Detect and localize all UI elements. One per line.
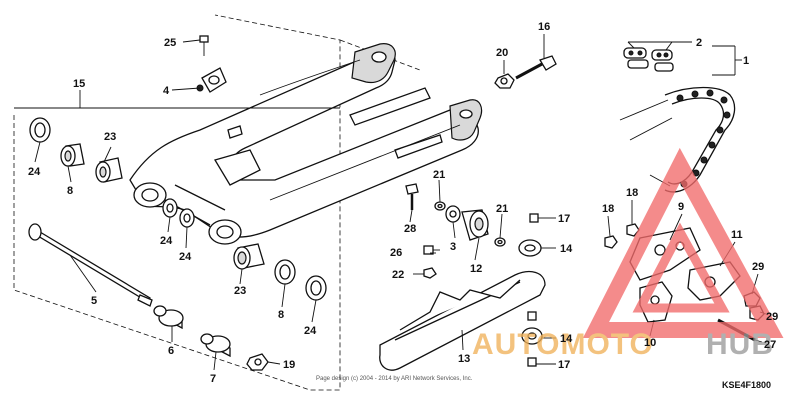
callout-6: 6 [168, 345, 174, 357]
callout-13: 13 [458, 353, 470, 365]
callout-8-upper: 8 [67, 185, 73, 197]
watermark-brand-right: HUB [706, 328, 774, 361]
chain-master-link[interactable] [623, 47, 674, 72]
callout-1: 1 [743, 55, 749, 67]
callout-20: 20 [496, 47, 508, 59]
diagram-code: KSE4F1800 [722, 380, 771, 390]
bolt-26[interactable] [423, 245, 440, 255]
screw-17-upper[interactable] [529, 213, 548, 223]
collar-7[interactable] [200, 333, 231, 358]
callout-24-a: 24 [160, 235, 173, 247]
needle-bearing-8-lower[interactable] [274, 259, 296, 285]
watermark-logo: AUTOMOTO HUB [472, 147, 784, 361]
callout-5: 5 [91, 295, 97, 307]
watermark-triangle-outer [582, 147, 784, 338]
dust-seal-24-a[interactable] [162, 198, 178, 218]
bolt-25[interactable] [199, 35, 209, 56]
chain-slider[interactable] [379, 271, 546, 371]
grommet-14-upper[interactable] [518, 239, 542, 257]
callout-22: 22 [392, 269, 404, 281]
watermark-triangle-inner [632, 222, 730, 313]
callout-16: 16 [538, 21, 550, 33]
callout-labels: 1 2 3 4 5 6 7 8 8 9 10 11 12 13 14 14 15… [28, 21, 778, 385]
callout-18-b: 18 [626, 187, 638, 199]
callout-24-upper: 24 [28, 166, 41, 178]
washer-21-b[interactable] [494, 237, 506, 247]
callout-18-a: 18 [602, 203, 614, 215]
pivot-bolt[interactable] [28, 223, 153, 307]
callout-3: 3 [450, 241, 456, 253]
copyright-notice: Page design (c) 2004 - 2014 by ARI Netwo… [316, 376, 473, 382]
callout-8-lower: 8 [278, 309, 284, 321]
callout-26: 26 [390, 247, 402, 259]
nut-22[interactable] [423, 267, 437, 279]
bolt-19[interactable] [246, 353, 269, 371]
screw-17-mid[interactable] [527, 311, 537, 321]
callout-15: 15 [73, 78, 85, 90]
nut-20[interactable] [494, 73, 515, 89]
washer-21-a[interactable] [434, 201, 446, 211]
nut-18-a[interactable] [604, 235, 618, 249]
callout-14-lower: 14 [560, 333, 573, 345]
needle-bearing-8-upper[interactable] [60, 143, 85, 167]
callout-21-a: 21 [433, 169, 445, 181]
swingarm[interactable] [129, 43, 483, 245]
callout-25: 25 [164, 37, 176, 49]
callout-17-lower: 17 [558, 359, 570, 371]
bushing-12[interactable] [461, 209, 489, 241]
bolt-16[interactable] [515, 55, 557, 80]
cable-guide-4[interactable] [196, 67, 227, 93]
callout-28: 28 [404, 223, 416, 235]
collar-23-upper[interactable] [95, 157, 123, 183]
callout-23-lower: 23 [234, 285, 246, 297]
callout-11: 11 [731, 229, 743, 241]
collar-3[interactable] [445, 205, 461, 223]
callout-12: 12 [470, 263, 482, 275]
dust-seal-24-b[interactable] [179, 208, 195, 228]
watermark-brand-left: AUTOMOTO [472, 328, 654, 361]
dust-seal-24-lower[interactable] [305, 275, 327, 301]
callout-9: 9 [678, 201, 684, 213]
callout-29-b: 29 [766, 311, 778, 323]
callout-19: 19 [283, 359, 295, 371]
callout-14-upper: 14 [560, 243, 573, 255]
collar-23-lower[interactable] [233, 243, 265, 270]
callout-4: 4 [163, 85, 170, 97]
callout-2: 2 [696, 37, 702, 49]
callout-24-lower: 24 [304, 325, 317, 337]
collar-6[interactable] [153, 305, 184, 330]
callout-24-b: 24 [179, 251, 192, 263]
bolt-28[interactable] [405, 183, 419, 210]
callout-29-a: 29 [752, 261, 764, 273]
callout-21-b: 21 [496, 203, 508, 215]
callout-27: 27 [764, 339, 776, 351]
grommet-14-lower[interactable] [521, 327, 543, 345]
screw-17-lower[interactable] [527, 357, 537, 367]
callout-23-upper: 23 [104, 131, 116, 143]
dust-seal-24-upper[interactable] [29, 117, 51, 143]
callout-10: 10 [644, 337, 656, 349]
callout-7: 7 [210, 373, 216, 385]
callout-17-upper: 17 [558, 213, 570, 225]
